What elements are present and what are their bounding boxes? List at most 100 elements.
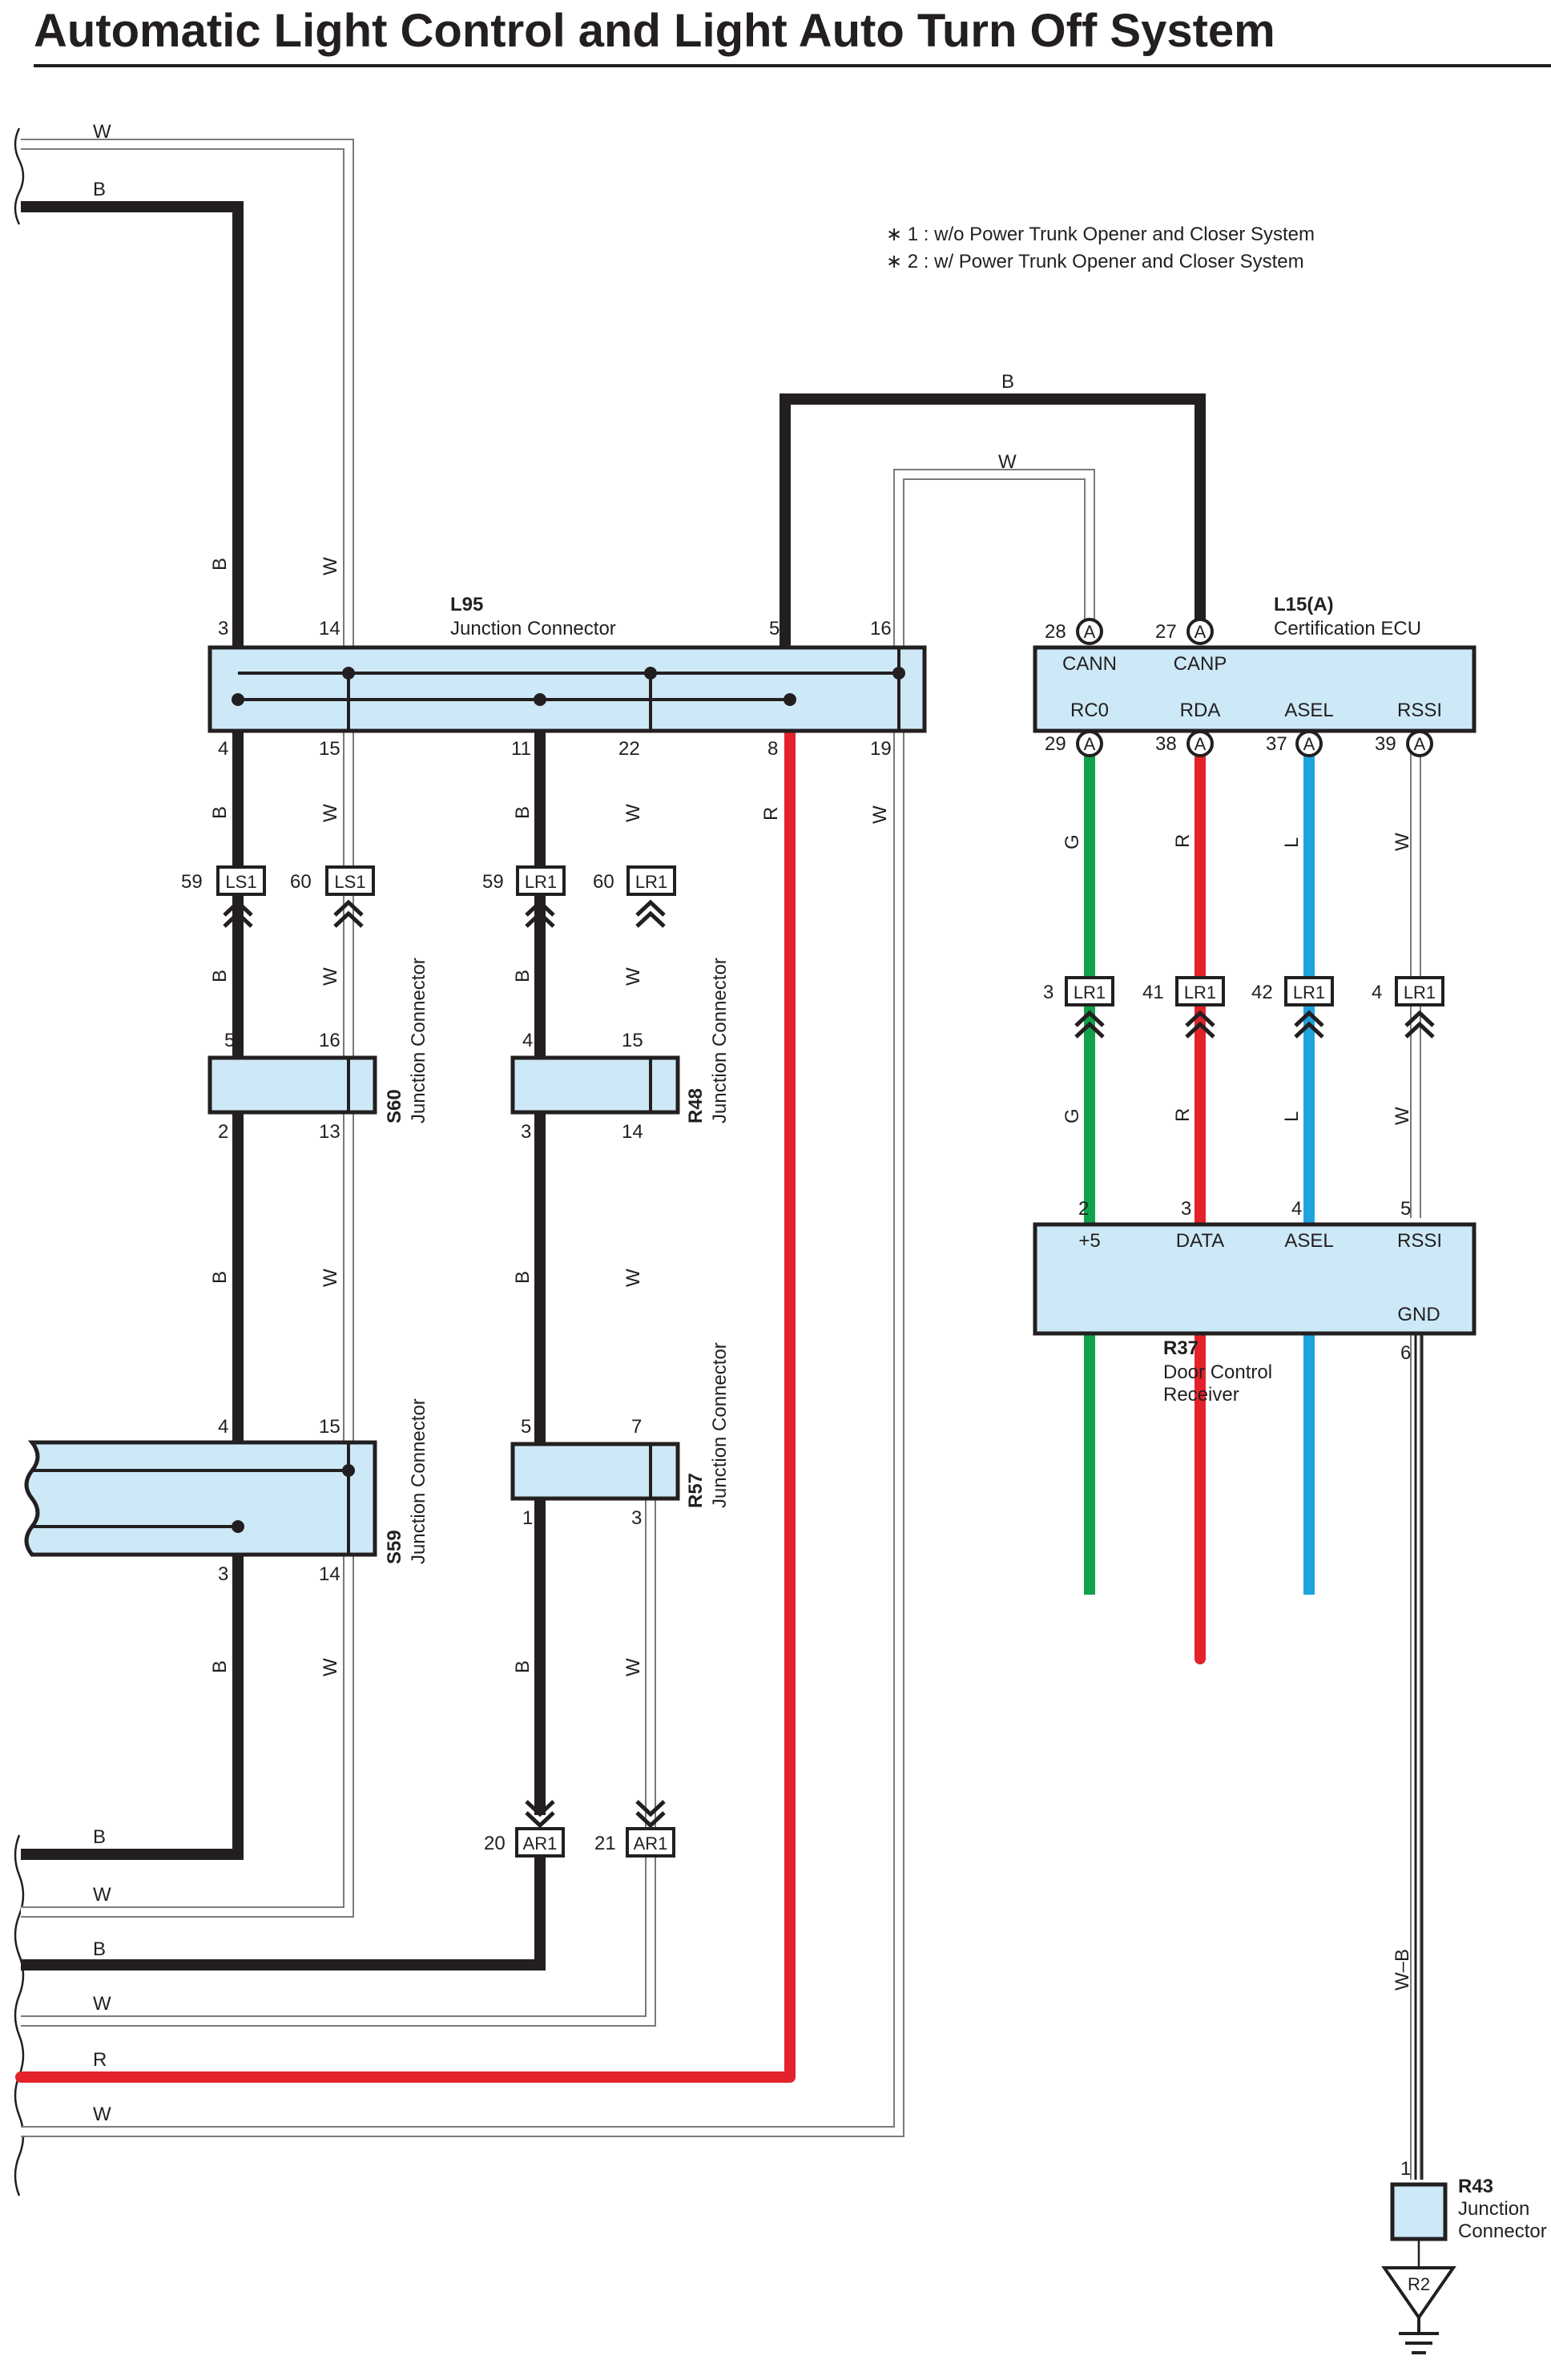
r48-pin-3: 3 xyxy=(521,1121,531,1143)
l95-pin-5: 5 xyxy=(769,618,780,639)
label-g-v2: G xyxy=(1062,1108,1083,1123)
r43-pin-1: 1 xyxy=(1400,2158,1411,2180)
l95-pin-15: 15 xyxy=(319,738,340,760)
lr1-pin-60: 60 xyxy=(593,871,614,893)
r57-pin-3: 3 xyxy=(631,1507,642,1529)
lr1-code-60: LR1 xyxy=(635,872,667,892)
wb-ground-wire xyxy=(1414,1334,1424,2180)
lr1-code-4: LR1 xyxy=(1404,982,1436,1002)
label-b-left-1: B xyxy=(93,1826,106,1848)
r37-pin-2: 2 xyxy=(1078,1198,1089,1220)
label-w-left-3: W xyxy=(93,2104,111,2125)
label-w-v11: W xyxy=(1392,833,1413,851)
r37-pin-3: 3 xyxy=(1181,1198,1191,1220)
l15-pin-39: 39 xyxy=(1375,733,1396,755)
label-b-v7: B xyxy=(512,970,534,982)
s60-pin-13: 13 xyxy=(319,1121,340,1143)
r57-junction-connector: 5 7 1 3 R57 Junction Connector xyxy=(510,1342,731,1529)
l15-conn-a-1: A xyxy=(1084,622,1096,642)
r57-pin-1: 1 xyxy=(522,1507,533,1529)
label-r-v1: R xyxy=(760,807,782,821)
l15-pin-37: 37 xyxy=(1266,733,1287,755)
r48-name: Junction Connector xyxy=(709,958,731,1123)
lr1-code-42: LR1 xyxy=(1293,982,1325,1002)
label-b-v5: B xyxy=(209,1660,231,1673)
label-w-v6: W xyxy=(622,804,644,822)
label-w-v12: W xyxy=(1392,1107,1413,1125)
l95-pin-4: 4 xyxy=(218,738,228,760)
ls1-pin-60: 60 xyxy=(290,871,312,893)
l95-pin-11: 11 xyxy=(511,738,531,760)
l15-pin-28: 28 xyxy=(1045,621,1066,643)
l15-conn-a-5: A xyxy=(1303,734,1315,754)
label-b-v2: B xyxy=(209,806,231,819)
r37-name-line1: Door Control xyxy=(1163,1361,1272,1383)
l15-signal-rc0: RC0 xyxy=(1070,700,1109,721)
r37-pin-6: 6 xyxy=(1400,1342,1411,1364)
ar1-pin-21: 21 xyxy=(594,1833,616,1854)
label-g-v1: G xyxy=(1062,834,1083,849)
l15-conn-a-2: A xyxy=(1194,622,1207,642)
l95-pin-22: 22 xyxy=(618,738,640,760)
r37-signal-data: DATA xyxy=(1176,1230,1224,1252)
page-title: Automatic Light Control and Light Auto T… xyxy=(34,5,1275,57)
r48-pin-14: 14 xyxy=(622,1121,643,1143)
label-b-v6: B xyxy=(512,806,534,819)
l95-pin-14: 14 xyxy=(319,618,340,639)
label-w-v1: W xyxy=(320,557,341,575)
l95-junction-connector: L95 Junction Connector 3 14 5 16 4 15 11… xyxy=(207,594,927,760)
label-w-v9: W xyxy=(622,1658,644,1676)
l15-conn-a-4: A xyxy=(1194,734,1207,754)
r48-id: R48 xyxy=(685,1088,707,1123)
s59-pin-4: 4 xyxy=(218,1416,228,1438)
r43-name-line1: Junction xyxy=(1458,2198,1529,2220)
r37-door-control-receiver: 2 3 4 5 +5 DATA ASEL RSSI GND 6 R37 Door… xyxy=(1033,1198,1476,1406)
r57-pin-5: 5 xyxy=(521,1416,531,1438)
r37-name-line2: Receiver xyxy=(1163,1384,1239,1406)
lr1-code-3: LR1 xyxy=(1074,982,1106,1002)
r48-pin-15: 15 xyxy=(622,1030,643,1051)
r57-pin-7: 7 xyxy=(631,1416,642,1438)
r57-id: R57 xyxy=(685,1473,707,1508)
label-w-v7: W xyxy=(622,967,644,986)
label-w-v3: W xyxy=(320,967,341,986)
ar1-code-21: AR1 xyxy=(634,1833,668,1854)
label-b-v8: B xyxy=(512,1271,534,1284)
black-wires xyxy=(21,201,1206,1971)
label-b-v4: B xyxy=(209,1271,231,1284)
left-break-marks xyxy=(14,127,25,2196)
note-1: ∗ 1 : w/o Power Trunk Opener and Closer … xyxy=(886,224,1315,245)
lr1-pin-41: 41 xyxy=(1142,982,1164,1003)
label-b-canp: B xyxy=(1001,371,1014,393)
note-2: ∗ 2 : w/ Power Trunk Opener and Closer S… xyxy=(886,251,1304,272)
l15-signal-cann: CANN xyxy=(1062,653,1117,675)
label-w-v5: W xyxy=(320,1658,341,1676)
r43-id: R43 xyxy=(1458,2176,1493,2197)
l15-pin-27: 27 xyxy=(1155,621,1177,643)
r43-name-line2: Connector xyxy=(1458,2221,1547,2242)
red-wire-r xyxy=(15,716,796,2083)
s60-pin-2: 2 xyxy=(218,1121,228,1143)
label-wb-v1: W–B xyxy=(1392,1949,1413,1991)
label-l-v2: L xyxy=(1281,1111,1303,1122)
r37-id: R37 xyxy=(1163,1337,1198,1359)
label-w-v4: W xyxy=(320,1269,341,1287)
l15-pin-29: 29 xyxy=(1045,733,1066,755)
ar1-code-20: AR1 xyxy=(523,1833,558,1854)
l95-pin-3: 3 xyxy=(218,618,228,639)
l15-signal-canp: CANP xyxy=(1174,653,1227,675)
ar1-pin-20: 20 xyxy=(484,1833,506,1854)
label-r-v2: R xyxy=(1172,834,1194,848)
white-wires xyxy=(21,139,1421,2180)
l95-pin-19: 19 xyxy=(870,738,892,760)
ls1-code-60: LS1 xyxy=(334,872,365,892)
l15-certification-ecu: L15(A) Certification ECU A A 28 27 CANN … xyxy=(1033,594,1476,757)
l15-signal-rda: RDA xyxy=(1180,700,1221,721)
s59-pin-15: 15 xyxy=(319,1416,340,1438)
inline-connectors-row1: LS1 LS1 LR1 LR1 59 60 59 60 xyxy=(181,865,676,928)
label-w-left-1: W xyxy=(93,1884,111,1906)
r48-junction-connector: 4 15 3 14 R48 Junction Connector xyxy=(510,958,731,1143)
label-w-left-2: W xyxy=(93,1993,111,2015)
r37-gnd-label: GND xyxy=(1397,1304,1440,1325)
